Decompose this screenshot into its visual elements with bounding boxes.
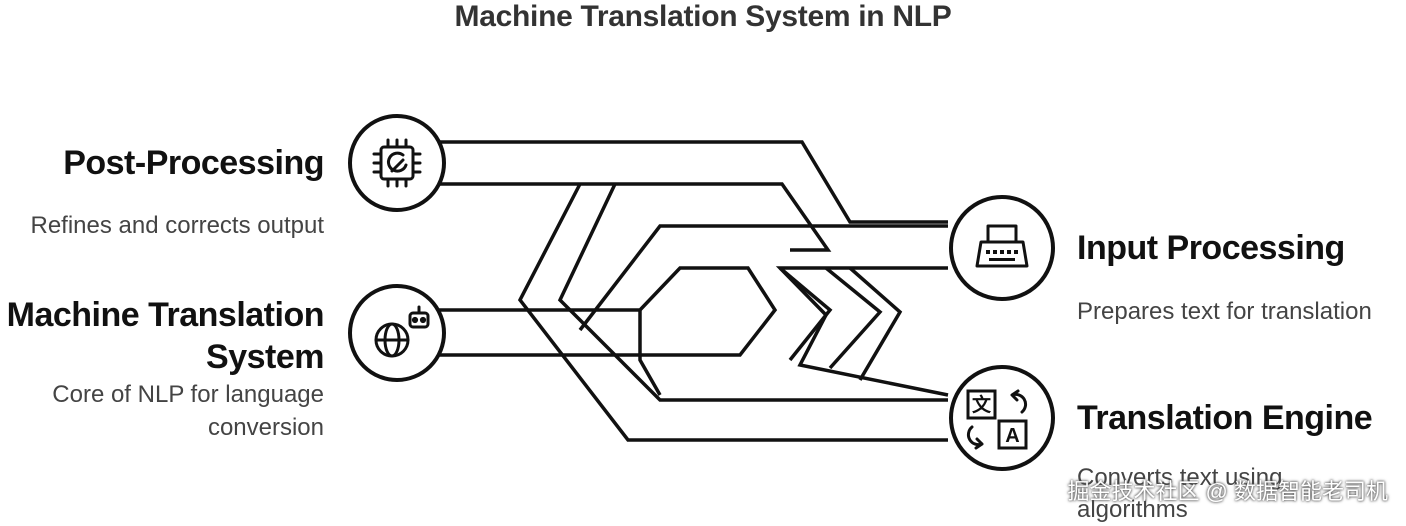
machine-translation-description: Core of NLP for language conversion [52,378,324,444]
chevron-a [778,266,833,362]
connector-hex-outer-inner [557,183,948,402]
machine-translation-description-line2: conversion [207,414,324,441]
input-processing-description: Prepares text for translation [1077,298,1372,325]
post-processing-description: Refines and corrects output [30,212,325,239]
connector-outer-bottom [430,182,832,252]
processor-chip-icon [372,138,422,188]
connector-outer-top [430,140,948,224]
translation-engine-title: Translation Engine [1077,399,1373,437]
typewriter-icon [975,224,1029,268]
post-processing-title: Post-Processing [63,144,324,182]
diagram-title: Machine Translation System in NLP [454,0,952,33]
connector-input-top [578,224,948,332]
translation-engine-circle [949,365,1055,471]
globe-robot-icon [374,305,430,358]
translate-icon: 文 A [966,389,1028,450]
translation-engine-description-line2: algorithms [1077,496,1188,523]
input-processing-circle [949,195,1055,301]
translation-engine-description: Converts text using algorithms [1077,462,1282,526]
connector-hex-outer [517,183,948,442]
chevron-c [848,266,903,381]
machine-translation-title: Machine Translation System [6,294,325,378]
post-processing-circle [348,114,446,212]
svg-text:文: 文 [972,393,992,416]
translation-engine-description-line1: Converts text using [1077,464,1283,491]
input-processing-title: Input Processing [1077,229,1345,267]
machine-translation-description-line1: Core of NLP for language [52,381,324,408]
machine-translation-title-line1: Machine Translation [6,296,325,334]
machine-translation-title-line2: System [206,338,324,376]
watermark: 掘金技术社区 @ 数据智能老司机 [1067,479,1388,504]
connector-inner-chevron [638,310,662,396]
chevron-b [824,266,883,370]
svg-text:A: A [1005,425,1019,447]
